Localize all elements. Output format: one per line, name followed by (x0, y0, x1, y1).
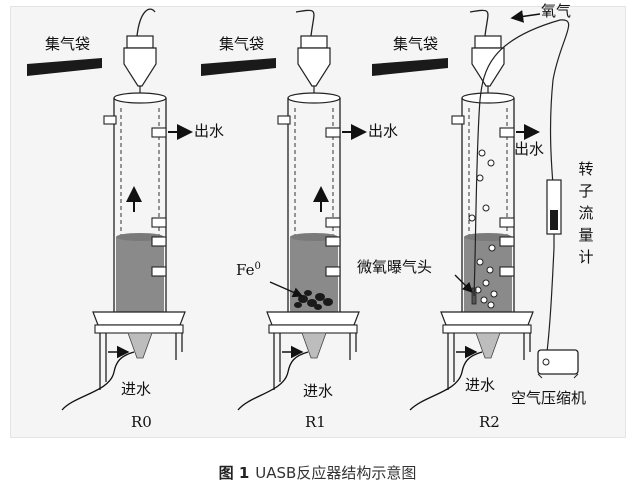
oxygen-label: 氧气 (541, 2, 572, 20)
reactor-r1 (237, 9, 367, 411)
figure-caption-text: UASB反应器结构示意图 (255, 464, 417, 482)
figure-number: 图 1 (218, 464, 250, 482)
fe0-text: Fe (236, 261, 255, 279)
fe0-superscript: 0 (254, 261, 261, 272)
inlet-label-r1: 进水 (303, 382, 334, 400)
gas-bag-label-r1: 集气袋 (219, 35, 265, 53)
figure-caption: 图 1 UASB反应器结构示意图 (0, 466, 635, 481)
inlet-label-r0: 进水 (121, 380, 152, 398)
outlet-label-r2: 出水 (514, 140, 545, 158)
compressor-label: 空气压缩机 (511, 389, 587, 407)
gas-bag-label-r2: 集气袋 (393, 35, 439, 53)
gas-bag-r2 (372, 58, 448, 76)
gas-bag-label-r0: 集气袋 (45, 35, 91, 53)
flowmeter-label: 转子流量计 (578, 160, 594, 266)
reactor-label-r2: R2 (479, 413, 500, 431)
reactor-label-r0: R0 (131, 413, 152, 431)
fe0-label: Fe0 (236, 262, 261, 278)
reactor-r2 (409, 9, 579, 411)
air-bubbles (468, 149, 498, 309)
gas-bag-r1 (201, 58, 276, 76)
outlet-label-r1: 出水 (368, 122, 399, 140)
aerator-label: 微氧曝气头 (357, 258, 433, 276)
air-compressor (537, 349, 579, 379)
outlet-label-r0: 出水 (194, 122, 225, 140)
reactor-r0 (61, 8, 193, 411)
inlet-label-r2: 进水 (465, 376, 496, 394)
gas-bag-r0 (27, 58, 102, 76)
reactor-label-r1: R1 (305, 413, 326, 431)
